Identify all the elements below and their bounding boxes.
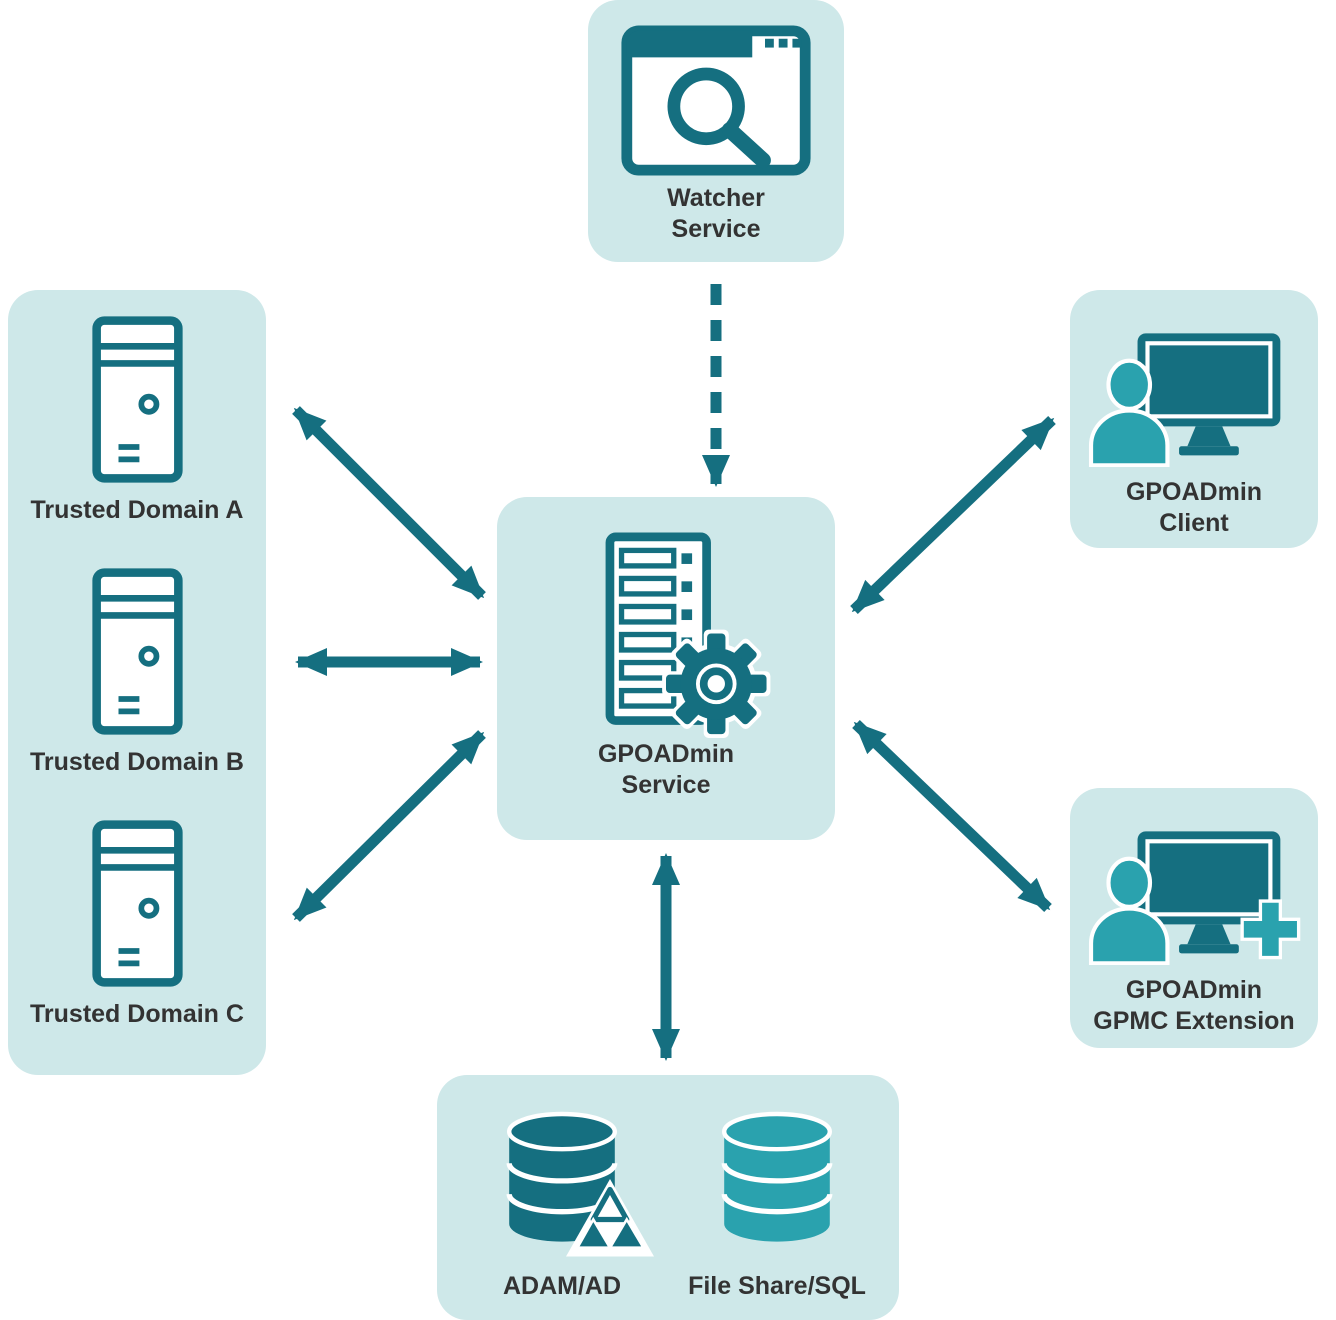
delta-triangles-icon bbox=[566, 1179, 654, 1257]
arrow-service-gpmc bbox=[852, 720, 1052, 912]
gpoadmin-client-node: GPOADmin Client bbox=[1070, 290, 1318, 548]
trusted-domain-c-label: Trusted Domain C bbox=[30, 1000, 244, 1028]
arrow-domain-a-service bbox=[292, 406, 486, 600]
trusted-domain-b-node: Trusted Domain B bbox=[8, 566, 266, 778]
server-tower-icon bbox=[90, 314, 185, 485]
watcher-label-line1: Watcher bbox=[667, 184, 765, 212]
service-label-line1: GPOADmin bbox=[597, 740, 735, 768]
database-icon bbox=[711, 1105, 843, 1255]
gpoadmin-service-label: GPOADmin Service bbox=[598, 739, 734, 800]
gpmc-label-line1: GPOADmin bbox=[1125, 976, 1263, 1004]
trusted-domain-c-node: Trusted Domain C bbox=[8, 818, 266, 1030]
trusted-domains-group: Trusted Domain A Trusted Domain B Truste… bbox=[8, 290, 266, 1075]
gpoadmin-client-label: GPOADmin Client bbox=[1126, 477, 1262, 538]
adam-ad-label: ADAM/AD bbox=[502, 1272, 622, 1300]
browser-search-icon bbox=[621, 25, 811, 176]
gpoadmin-gpmc-extension-node: GPOADmin GPMC Extension bbox=[1070, 788, 1318, 1048]
gpoadmin-gpmc-label: GPOADmin GPMC Extension bbox=[1093, 975, 1294, 1036]
user-monitor-plus-icon bbox=[1086, 828, 1301, 965]
gear-icon bbox=[662, 629, 771, 738]
watcher-label-line2: Service bbox=[671, 214, 761, 243]
adam-ad-item: ADAM/AD bbox=[462, 1105, 662, 1302]
arrow-domain-c-service bbox=[292, 730, 486, 922]
file-share-sql-item: File Share/SQL bbox=[677, 1105, 877, 1302]
arrow-service-client bbox=[850, 416, 1056, 614]
watcher-service-label: Watcher Service bbox=[667, 183, 765, 244]
user-monitor-icon bbox=[1086, 330, 1302, 467]
client-label-line1: GPOADmin bbox=[1125, 478, 1263, 506]
trusted-domain-b-label: Trusted Domain B bbox=[30, 748, 244, 776]
watcher-service-node: Watcher Service bbox=[588, 0, 844, 262]
gpoadmin-service-node: GPOADmin Service bbox=[497, 497, 835, 840]
server-rack-gear-icon bbox=[605, 532, 771, 738]
trusted-domain-a-node: Trusted Domain A bbox=[8, 314, 266, 526]
server-tower-icon bbox=[90, 566, 185, 737]
trusted-domain-a-label: Trusted Domain A bbox=[30, 496, 244, 524]
client-label-line2: Client bbox=[1159, 508, 1229, 537]
file-share-sql-label: File Share/SQL bbox=[688, 1272, 866, 1300]
server-tower-icon bbox=[90, 818, 185, 989]
service-label-line2: Service bbox=[621, 770, 711, 799]
gpmc-label-line2: GPMC Extension bbox=[1093, 1006, 1295, 1035]
storage-node: ADAM/AD File Share/SQL bbox=[437, 1075, 899, 1320]
